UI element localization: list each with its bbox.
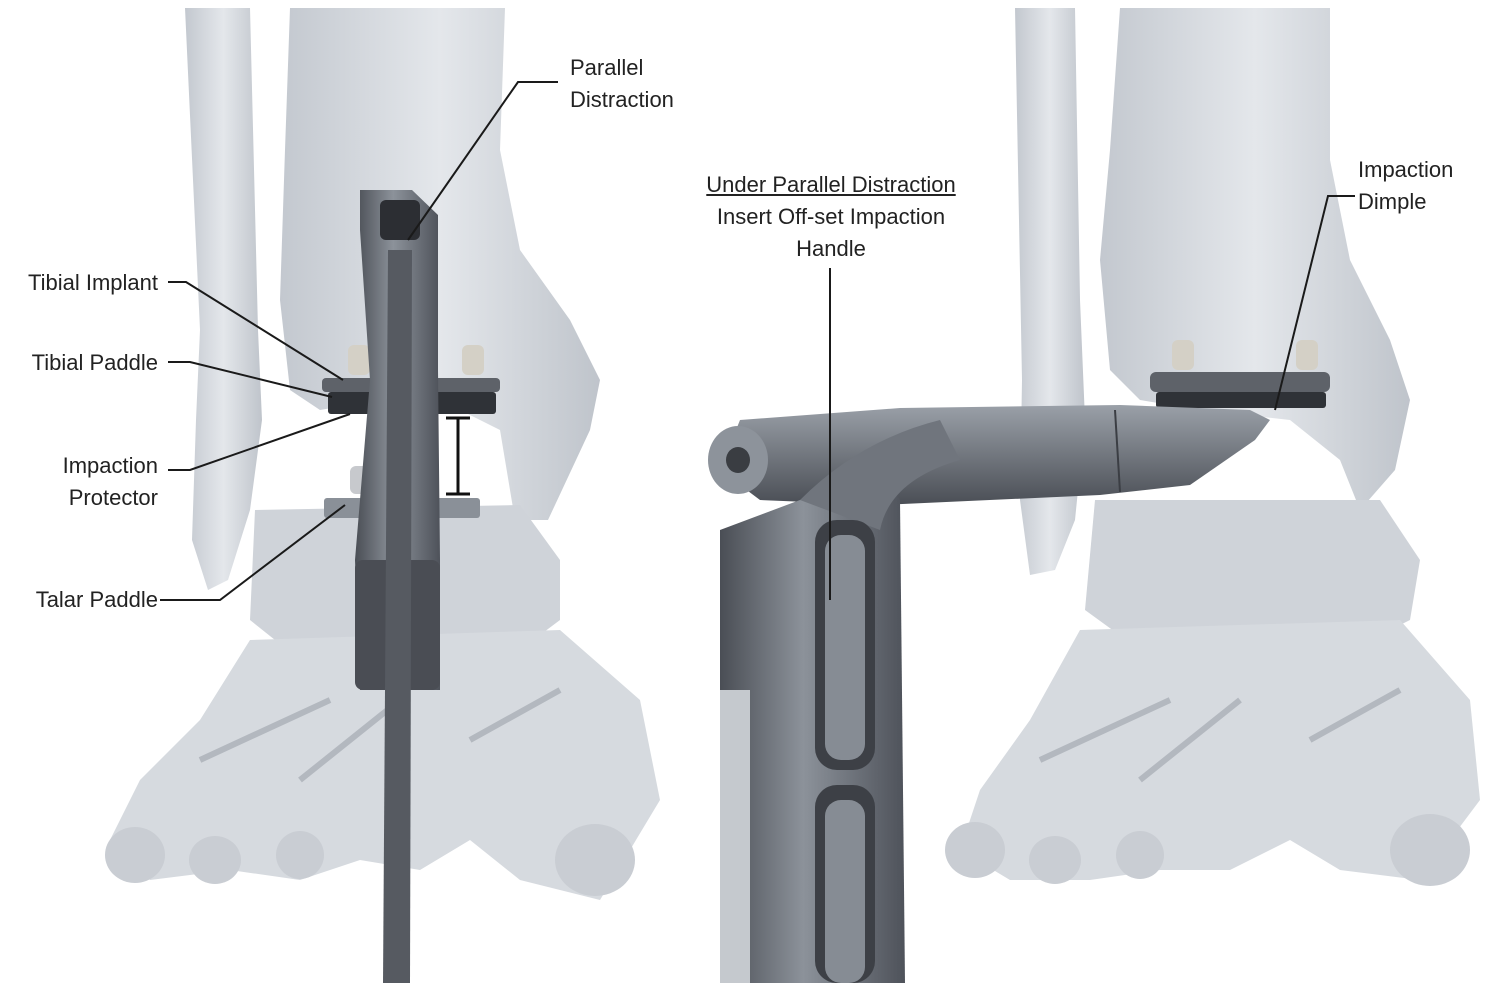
tibial-paddle-label: Tibial Paddle bbox=[0, 347, 158, 379]
label-line: Impaction bbox=[0, 450, 158, 482]
under-parallel-distraction-heading: Under Parallel Distraction bbox=[668, 169, 994, 201]
talar-paddle-label: Talar Paddle bbox=[0, 584, 158, 616]
label-line: Distraction bbox=[570, 84, 674, 116]
label-line: Dimple bbox=[1358, 186, 1453, 218]
label-line: Insert Off-set Impaction bbox=[668, 201, 994, 233]
tibial-implant-label: Tibial Implant bbox=[0, 267, 158, 299]
parallel-distraction-label: Parallel Distraction bbox=[570, 52, 674, 116]
label-line: Impaction bbox=[1358, 154, 1453, 186]
label-line: Handle bbox=[668, 233, 994, 265]
insert-handle-label: Under Parallel Distraction Insert Off-se… bbox=[668, 169, 994, 265]
label-line: Parallel bbox=[570, 52, 674, 84]
impaction-dimple-label: Impaction Dimple bbox=[1358, 154, 1453, 218]
label-line: Protector bbox=[0, 482, 158, 514]
impaction-protector-label: Impaction Protector bbox=[0, 450, 158, 514]
